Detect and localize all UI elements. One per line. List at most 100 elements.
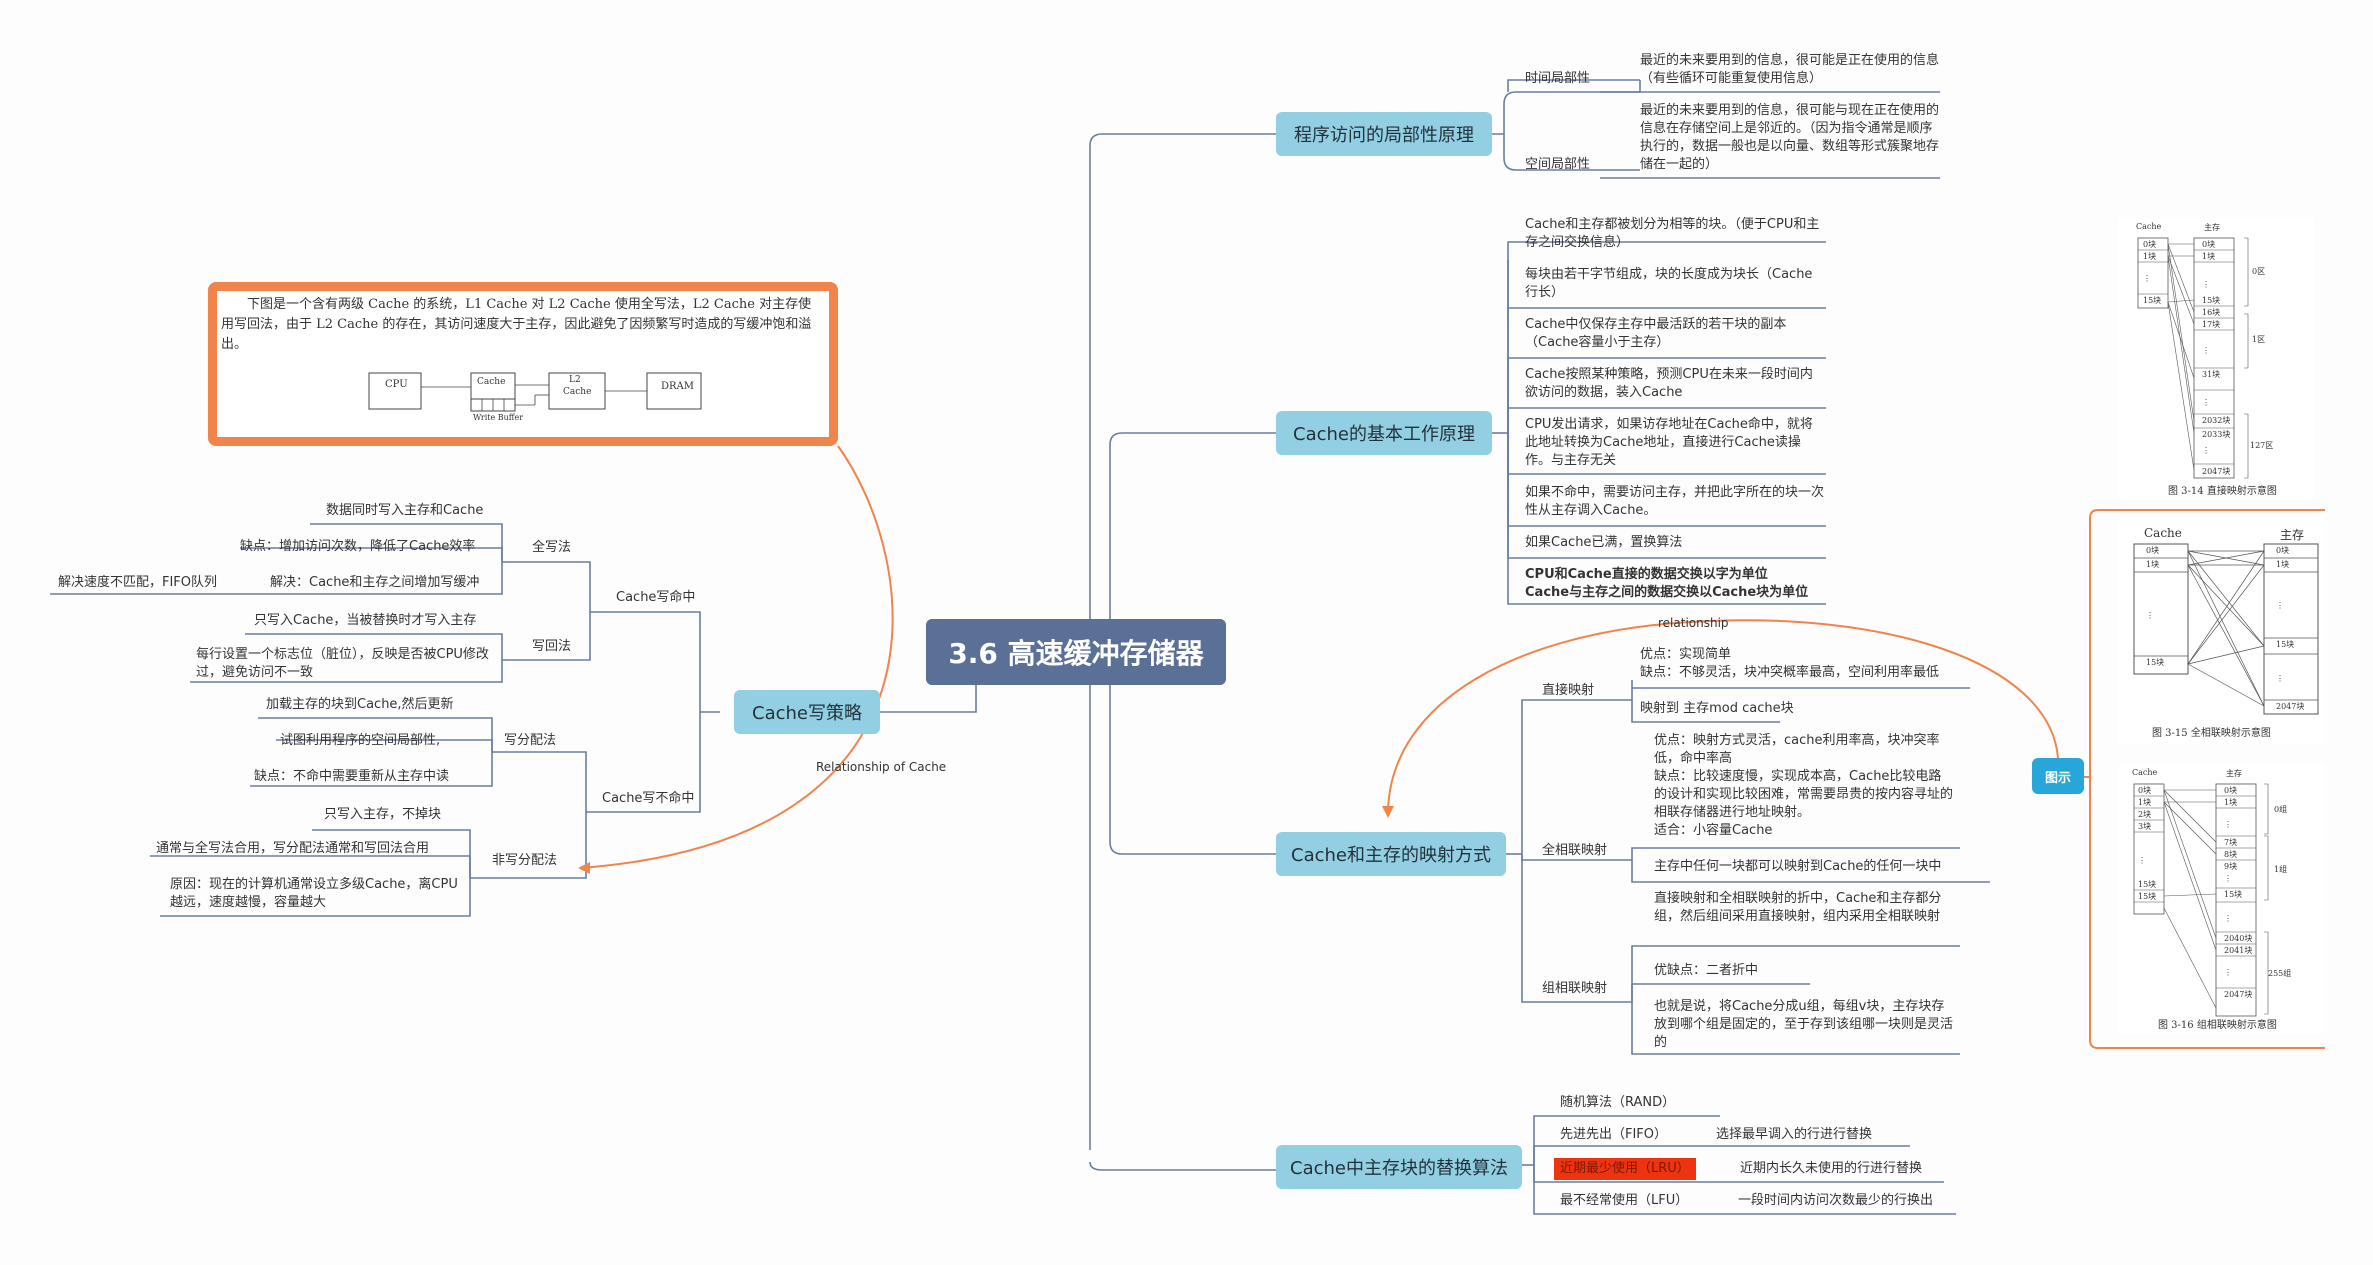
block-label: ⋮: [2224, 968, 2232, 977]
basic-item[interactable]: Cache和主存都被划分为相等的块。（便于CPU和主存之间交换信息）: [1525, 217, 1820, 250]
wt-1[interactable]: 数据同时写入主存和Cache: [326, 503, 484, 518]
write-back[interactable]: 写回法: [532, 639, 572, 654]
basic-item[interactable]: 如果不命中，需要访问主存，并把此字所在的块一次性从主存调入Cache。: [1525, 485, 1825, 518]
block-label: ⋮: [2202, 280, 2210, 289]
basic-item[interactable]: Cache中仅保存主存中最活跃的若干块的副本（Cache容量小于主存）: [1525, 317, 1787, 350]
set-mapping-label[interactable]: 组相联映射: [1542, 981, 1608, 996]
direct-map-rule[interactable]: 映射到 主存mod cache块: [1640, 701, 1794, 716]
basic-item[interactable]: CPU发出请求，如果访存地址在Cache命中，就将此地址转换为Cache地址，直…: [1525, 417, 1813, 468]
block-label: 0块: [2224, 786, 2238, 795]
basic-item[interactable]: Cache按照某种策略，预测CPU在未来一段时间内欲访问的数据，装入Cache: [1525, 367, 1813, 400]
branch-write[interactable]: Cache写策略: [734, 690, 880, 734]
direct-mapping-label[interactable]: 直接映射: [1542, 683, 1595, 698]
set-mapping-desc[interactable]: 直接映射和全相联映射的折中，Cache和主存都分组，然后组间采用直接映射，组内采…: [1654, 891, 1942, 924]
nwa-3[interactable]: 原因：现在的计算机通常设立多级Cache，离CPU越远，速度越慢，容量越大: [170, 877, 458, 910]
wa-3[interactable]: 缺点：不命中需要重新从主存中读: [254, 769, 450, 784]
fig316-main: 主存: [2226, 769, 2242, 778]
branch-locality-label: 程序访问的局部性原理: [1294, 125, 1474, 146]
block-label: ⋮: [2202, 346, 2210, 355]
central-topic[interactable]: 3.6 高速缓冲存储器: [926, 619, 1226, 685]
branch-basic[interactable]: Cache的基本工作原理: [1276, 411, 1492, 455]
write-alloc[interactable]: 写分配法: [504, 733, 557, 748]
block-label: 1块: [2276, 560, 2290, 569]
block-label: 2033块: [2202, 430, 2231, 439]
replace-lfu[interactable]: 最不经常使用（LFU）: [1560, 1193, 1689, 1208]
wt-3[interactable]: 解决：Cache和主存之间增加写缓冲: [270, 575, 480, 590]
fig316-zone1: 1组: [2274, 865, 2288, 874]
no-write-alloc[interactable]: 非写分配法: [492, 853, 558, 868]
block-label: 9块: [2224, 862, 2238, 871]
direct-pros[interactable]: 优点：实现简单: [1640, 647, 1732, 662]
full-map-rule[interactable]: 主存中任何一块都可以映射到Cache的任何一块中: [1654, 859, 1942, 874]
block-label: 0块: [2138, 786, 2152, 795]
block-label: 2041块: [2224, 946, 2253, 955]
write-relationship-label: Relationship of Cache: [816, 760, 947, 774]
note-l2: L2: [569, 375, 581, 385]
block-label: ⋮: [2224, 914, 2232, 923]
fig314-main: 主存: [2204, 223, 2220, 232]
illustration-badge[interactable]: 图示: [2032, 758, 2084, 794]
note-panel[interactable]: 下图是一个含有两级 Cache 的系统，L1 Cache 对 L2 Cache …: [208, 282, 838, 446]
space-locality-label[interactable]: 空间局部性: [1525, 157, 1591, 172]
nwa-2[interactable]: 通常与全写法合用，写分配法通常和写回法合用: [156, 841, 430, 856]
block-label: 2047块: [2202, 467, 2231, 476]
note-cache: Cache: [477, 377, 506, 387]
replace-fifo-desc[interactable]: 选择最早调入的行进行替换: [1716, 1127, 1873, 1142]
replace-lru[interactable]: 近期最少使用（LRU）: [1554, 1158, 1696, 1180]
wa-2[interactable]: 试图利用程序的空间局部性,: [280, 733, 441, 748]
block-label: 15块: [2138, 892, 2157, 901]
note-wbuf: Write Buffer: [473, 413, 524, 422]
wb-2[interactable]: 每行设置一个标志位（脏位），反映是否被CPU修改过，避免访问不一致: [196, 647, 489, 680]
basic-bold-line-1[interactable]: CPU和Cache直接的数据交换以字为单位: [1525, 567, 1768, 582]
block-label: 1块: [2146, 560, 2160, 569]
wt-2[interactable]: 缺点：增加访问次数，降低了Cache效率: [240, 539, 476, 554]
full-mapping-label[interactable]: 全相联映射: [1542, 843, 1608, 858]
block-label: 0块: [2202, 240, 2216, 249]
basic-item[interactable]: 如果Cache已满，置换算法: [1525, 535, 1683, 550]
branch-locality[interactable]: 程序访问的局部性原理: [1276, 112, 1492, 156]
write-miss[interactable]: Cache写不命中: [602, 791, 695, 806]
block-label: 2047块: [2276, 702, 2305, 711]
central-topic-label: 3.6 高速缓冲存储器: [948, 637, 1204, 670]
basic-bold-line-2[interactable]: Cache与主存之间的数据交换以Cache块为单位: [1525, 585, 1809, 600]
block-label: 2040块: [2224, 934, 2253, 943]
set-detail[interactable]: 也就是说，将Cache分成u组，每组v块，主存块存放到哪个组是固定的，至于存到该…: [1654, 999, 1954, 1050]
direct-cons[interactable]: 缺点：不够灵活，块冲突概率最高，空间利用率最低: [1640, 665, 1940, 680]
wt-4[interactable]: 解决速度不匹配，FIFO队列: [58, 575, 218, 590]
full-mapping-desc[interactable]: 优点：映射方式灵活，cache利用率高，块冲突率低，命中率高 缺点：比较速度慢，…: [1654, 733, 1954, 838]
fig316-cache: Cache: [2132, 768, 2158, 777]
block-label: 7块: [2224, 838, 2238, 847]
replace-lfu-desc[interactable]: 一段时间内访问次数最少的行换出: [1738, 1193, 1934, 1208]
time-locality-desc[interactable]: 最近的未来要用到的信息，很可能是正在使用的信息（有些循环可能重复使用信息）: [1640, 53, 1940, 86]
write-through[interactable]: 全写法: [532, 540, 572, 555]
wa-1[interactable]: 加载主存的块到Cache,然后更新: [266, 697, 454, 712]
block-label: ⋮: [2224, 874, 2232, 883]
time-locality-label[interactable]: 时间局部性: [1525, 71, 1591, 86]
block-label: 17块: [2202, 320, 2221, 329]
block-label: 0块: [2276, 546, 2290, 555]
note-l2b: Cache: [563, 387, 592, 397]
fig314-cache: Cache: [2136, 222, 2162, 231]
branch-replace[interactable]: Cache中主存块的替换算法: [1276, 1145, 1522, 1189]
branch-mapping[interactable]: Cache和主存的映射方式: [1276, 832, 1506, 876]
set-pros[interactable]: 优缺点：二者折中: [1654, 963, 1759, 978]
basic-item[interactable]: 每块由若干字节组成，块的长度成为块长（Cache行长）: [1525, 267, 1813, 300]
block-label: ⋮: [2276, 601, 2284, 610]
nwa-1[interactable]: 只写入主存，不掉块: [324, 807, 442, 822]
block-label: 2032块: [2202, 416, 2231, 425]
wb-1[interactable]: 只写入Cache，当被替换时才写入主存: [254, 613, 477, 628]
replace-lru-desc[interactable]: 近期内长久未使用的行进行替换: [1740, 1161, 1923, 1176]
block-label: 3块: [2138, 822, 2152, 831]
mapping-relationship-label: relationship: [1658, 616, 1729, 630]
branch-basic-label: Cache的基本工作原理: [1293, 424, 1475, 445]
block-label: 0块: [2143, 240, 2157, 249]
write-hit[interactable]: Cache写命中: [616, 590, 696, 605]
replace-rand[interactable]: 随机算法（RAND）: [1560, 1095, 1676, 1110]
block-label: ⋮: [2143, 274, 2151, 283]
replace-fifo[interactable]: 先进先出（FIFO）: [1560, 1127, 1668, 1142]
space-locality-desc[interactable]: 最近的未来要用到的信息，很可能与现在正在使用的信息在存储空间上是邻近的。（因为指…: [1640, 103, 1940, 172]
